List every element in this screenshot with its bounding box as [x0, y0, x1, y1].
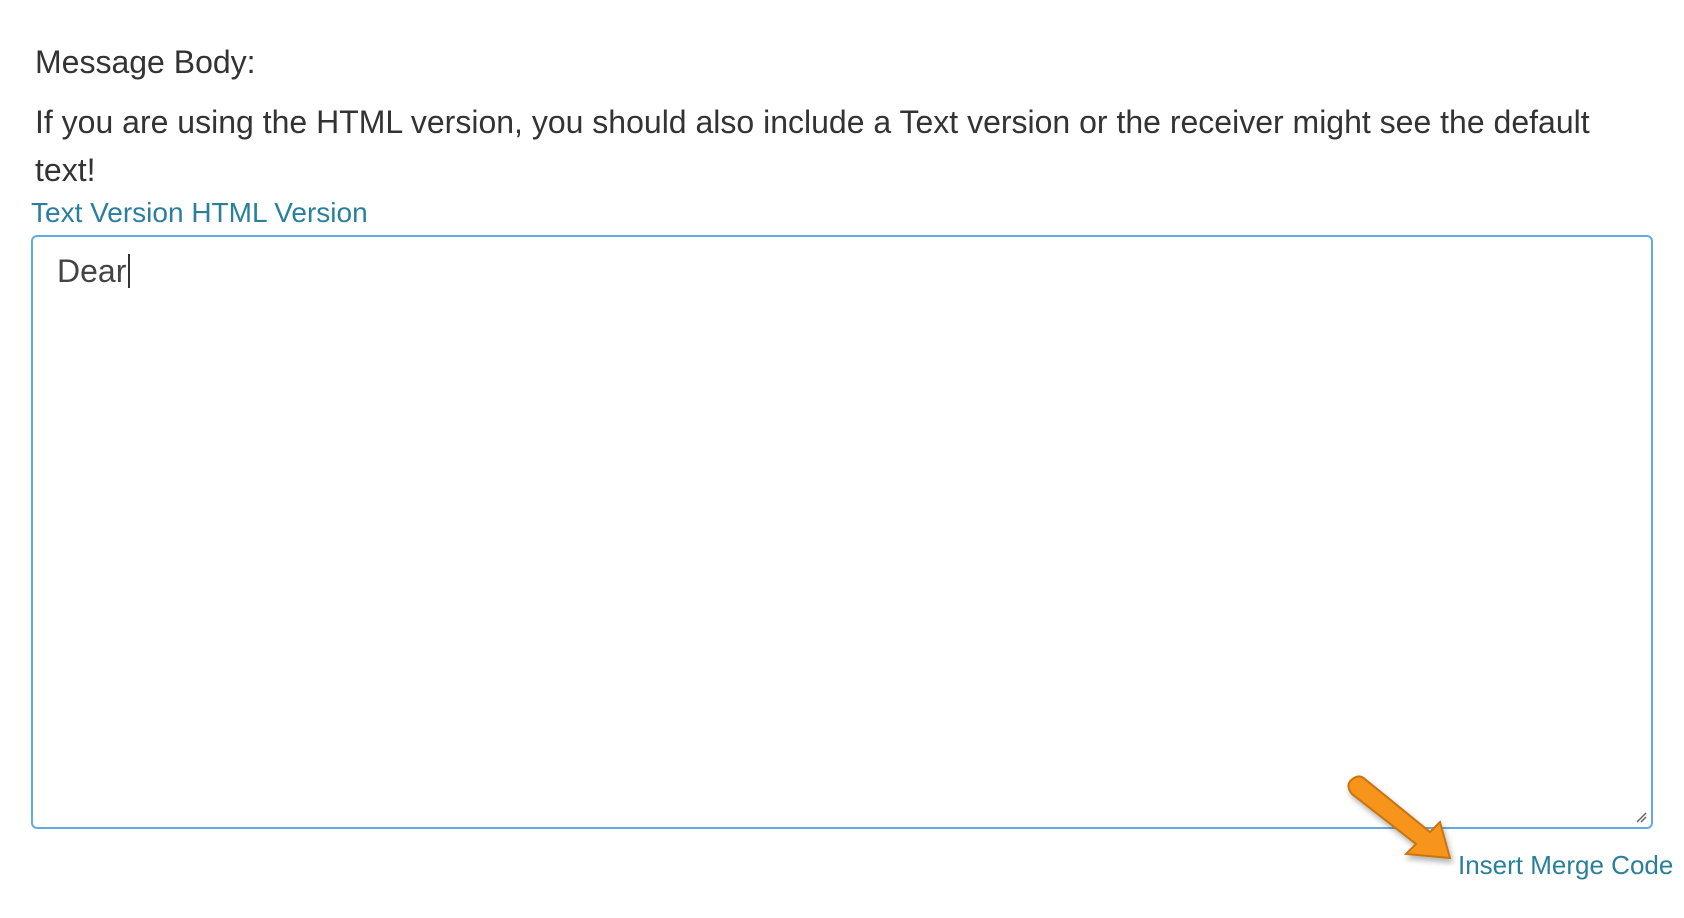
insert-merge-code-link[interactable]: Insert Merge Code: [1458, 850, 1674, 880]
help-text: If you are using the HTML version, you s…: [35, 104, 1590, 188]
message-body-label: Message Body:: [35, 44, 256, 80]
message-body-textarea[interactable]: Dear: [31, 235, 1653, 829]
text-cursor: [128, 254, 131, 288]
textarea-content[interactable]: Dear: [57, 253, 131, 290]
version-tabs: Text Version HTML Version: [31, 197, 368, 229]
tab-text-version[interactable]: Text Version: [31, 197, 184, 228]
textarea-value: Dear: [57, 253, 127, 289]
tab-html-version[interactable]: HTML Version: [191, 197, 368, 228]
resize-handle-icon[interactable]: [1635, 811, 1647, 823]
arrow-annotation-icon: [1347, 775, 1452, 860]
